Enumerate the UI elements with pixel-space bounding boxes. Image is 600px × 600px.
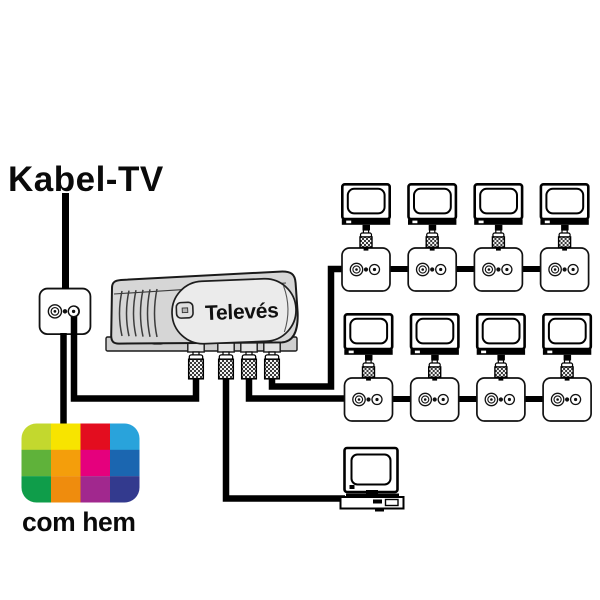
amplifier-ribs [118,288,158,338]
outlet-icon [409,377,460,422]
case-foot [375,508,384,512]
computer-icon [339,446,405,512]
outlet-icon [542,377,592,422]
cable-amplifier-to-computer [222,378,345,502]
outlet-icon [341,247,391,292]
tv-icon [340,183,392,232]
outlet-icon [539,247,590,292]
kabel-tv-label: Kabel-TV [8,160,164,199]
comhem-logo-grid [21,423,140,503]
tv-icon [472,183,524,232]
tv-drop-unit [541,312,593,422]
tv-icon [409,312,461,362]
outlet-icon [476,377,526,422]
televes-amplifier: Televés [105,270,299,380]
antenna-connector-icon [560,359,574,382]
tv-drop-unit [475,312,527,422]
panel-inner-arc [283,285,289,333]
cables [60,193,545,502]
antenna-connector-icon [557,229,572,252]
floppy-slot [373,499,382,504]
tv-drop-unit [539,183,591,292]
antenna-connector-icon [425,229,439,252]
amplifier-connector-input [187,351,205,380]
amplifier-connector-out-1 [217,351,235,380]
tv-icon [539,183,591,232]
tv-drop-unit [340,183,392,292]
cable-outlet-to-amplifier-input [70,313,200,402]
comhem-logo: com hem [21,423,140,537]
tv-drop-unit [472,183,524,292]
antenna-connector-icon [428,359,442,382]
computer-case [339,496,405,510]
outlet-icon [343,377,394,422]
tv-row-top [340,183,591,292]
outlet-icon [473,247,524,292]
amplifier-connector-out-3 [263,351,281,380]
monitor-stand [366,490,378,495]
tv-icon [342,312,395,362]
monitor-base [346,493,399,498]
antenna-connector-icon [494,359,508,382]
antenna-connector-icon [491,229,506,252]
antenna-connector-icon [359,229,373,252]
computer-screen [350,453,392,486]
televes-brand-label: Televés [205,299,279,325]
cable-amplifier-to-middle-row [245,378,347,402]
amplifier-connector-out-2 [240,351,258,380]
antenna-connector-icon [361,359,376,382]
comhem-logo-text: com hem [22,507,136,537]
tv-row-middle [342,312,593,422]
tv-drop-unit [406,183,458,292]
tv-icon [541,312,593,362]
outlet-icon [38,287,92,336]
amplifier-led-dot [181,307,189,314]
cable-amplifier-to-top-row [268,265,343,390]
tv-drop-unit [342,312,395,422]
tv-icon [475,312,527,362]
monitor-button [349,485,355,489]
tv-icon [406,183,458,232]
headend-outlet-socket [67,305,80,318]
amplifier-front-panel: Televés [171,277,297,345]
headend-wall-outlet [38,287,92,336]
tv-drop-unit [409,312,461,422]
outlet-icon [407,247,458,292]
case-port [384,498,399,507]
